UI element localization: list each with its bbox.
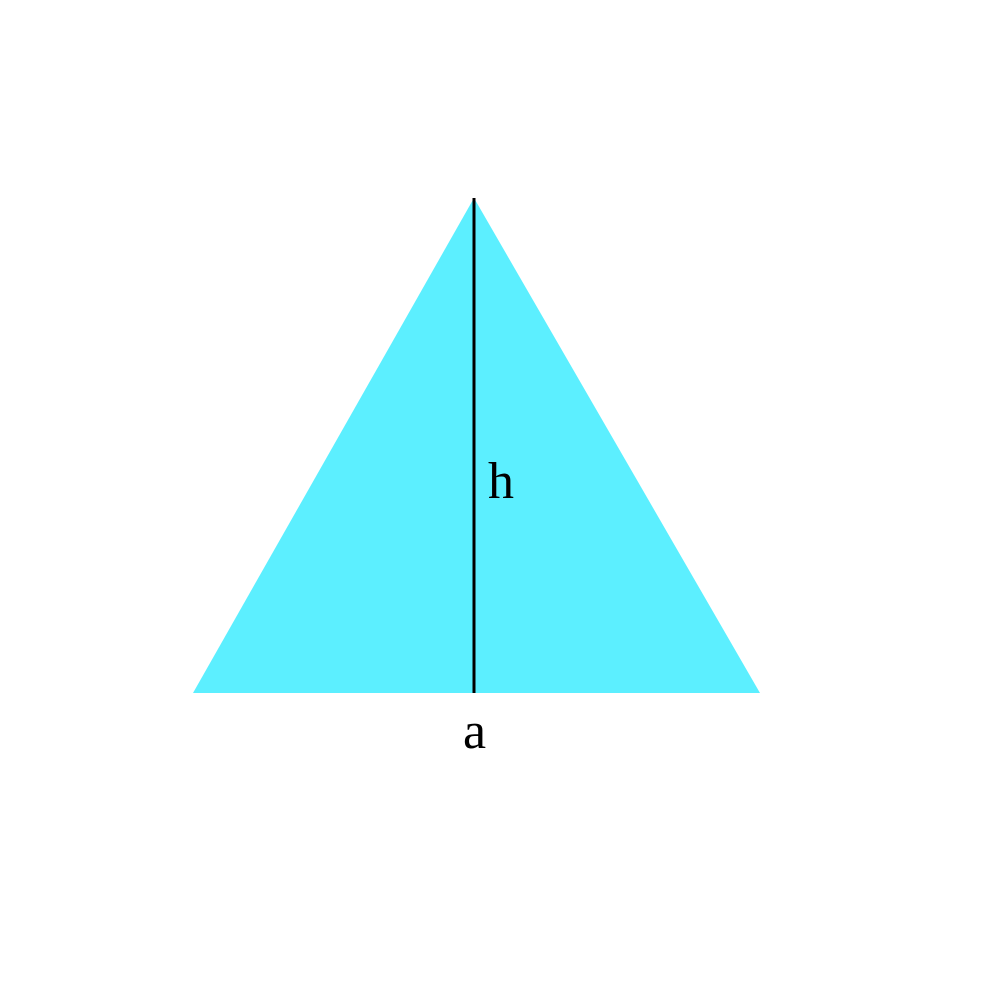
- triangle: [193, 198, 760, 693]
- height-label: h: [488, 453, 514, 510]
- base-label: a: [463, 703, 486, 760]
